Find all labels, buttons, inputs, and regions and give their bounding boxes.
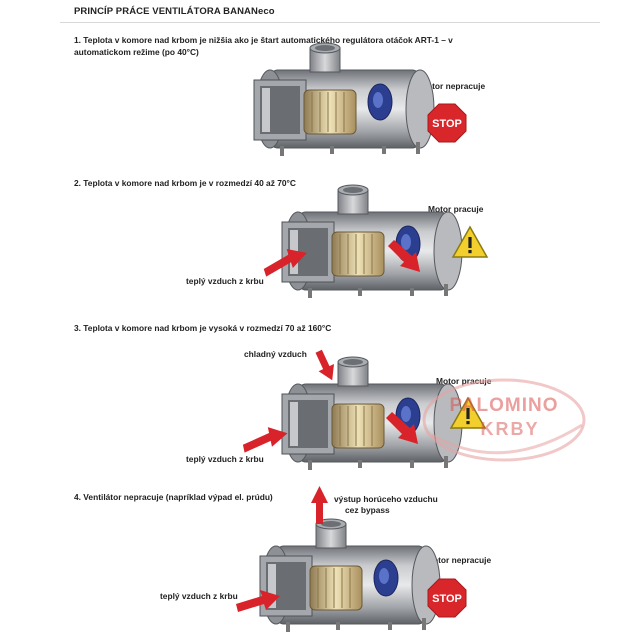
air-out-arrow-3	[386, 412, 418, 444]
warm-air-arrow-in-3	[242, 427, 288, 453]
bypass-label-line1: výstup horúceho vzduchu	[334, 494, 438, 504]
warm-air-arrow-in-4	[236, 590, 280, 612]
watermark-line2: KRBY	[480, 419, 539, 439]
bypass-arrow-up-4	[311, 486, 328, 524]
section-4-bypass-label: výstup horúceho vzduchu cez bypass	[334, 494, 438, 516]
ventilator-unit-2	[281, 184, 463, 299]
page-title: PRINCÍP PRÁCE VENTILÁTORA BANANeco	[74, 6, 275, 17]
cold-air-arrow-down-3	[315, 349, 335, 381]
warm-air-arrow-in-2	[263, 248, 307, 277]
section-1-motor-status: Motor nepracuje	[420, 81, 486, 91]
watermark-swoosh: PALOMINO KRBY	[422, 378, 586, 462]
section-4-motor-status: Motor nepracuje	[426, 555, 492, 565]
stop-sign-text-4: STOP	[432, 593, 462, 605]
section-1-heading-line2: automatickom režime (po 40°C)	[74, 47, 199, 57]
section-4-heading: 4. Ventilátor nepracuje (napríklad výpad…	[74, 492, 273, 502]
section-1-heading-line1: 1. Teplota v komore nad krbom je nižšia …	[74, 35, 453, 45]
section-2-air-label: teplý vzduch z krbu	[186, 276, 264, 286]
air-out-arrow-2	[388, 240, 420, 272]
warning-triangle-icon	[449, 396, 487, 429]
section-3-heading: 3. Teplota v komore nad krbom je vysoká …	[74, 323, 332, 333]
warning-triangle-icon	[451, 225, 489, 258]
stop-sign-icon: STOP	[427, 578, 467, 618]
section-2-heading: 2. Teplota v komore nad krbom je v rozme…	[74, 178, 296, 188]
stop-sign-text-1: STOP	[432, 118, 462, 130]
section-1-heading: 1. Teplota v komore nad krbom je nižšia …	[74, 34, 453, 58]
stop-sign-icon: STOP	[427, 103, 467, 143]
section-3-cold-air-label: chladný vzduch	[244, 349, 307, 359]
ventilator-unit-1	[253, 42, 435, 157]
ventilator-unit-4	[259, 518, 441, 633]
section-3-motor-status: Motor pracuje	[436, 376, 492, 386]
watermark-line1: PALOMINO	[450, 395, 559, 416]
title-divider	[60, 22, 600, 23]
section-4-air-label: teplý vzduch z krbu	[160, 591, 238, 601]
section-2-motor-status: Motor pracuje	[428, 204, 484, 214]
bypass-label-line2: cez bypass	[345, 505, 390, 515]
watermark-logo: PALOMINO KRBY	[412, 365, 592, 475]
section-3-air-label: teplý vzduch z krbu	[186, 454, 264, 464]
